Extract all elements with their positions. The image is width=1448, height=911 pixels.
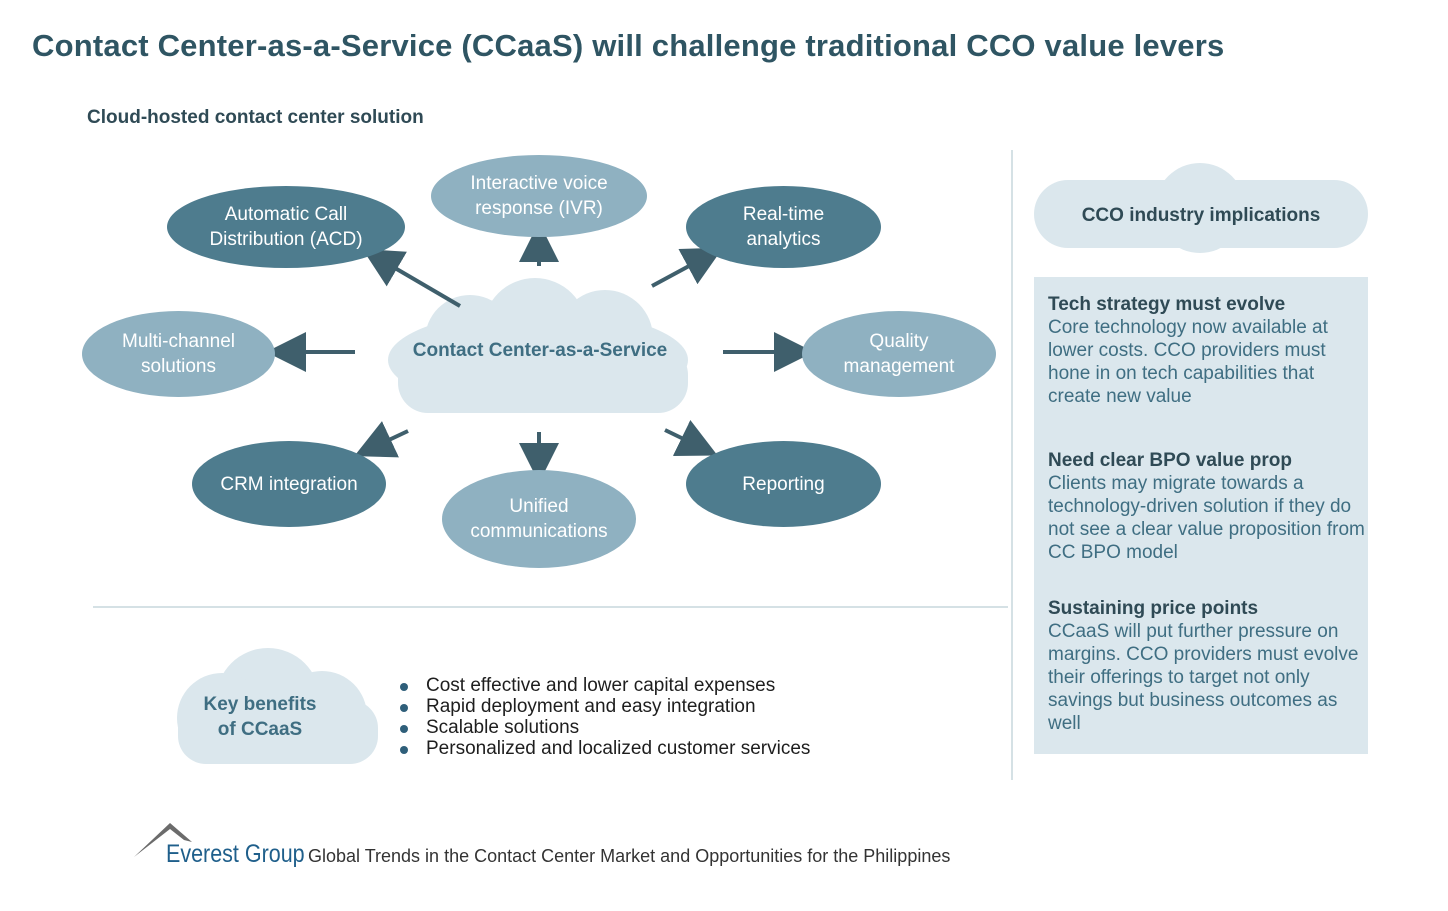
horizontal-divider xyxy=(93,606,1008,608)
node-crm: CRM integration xyxy=(192,441,386,527)
node-multichannel-line2: solutions xyxy=(141,356,216,377)
node-quality-line1: Quality xyxy=(869,331,929,352)
implications-cloud-label: CCO industry implications xyxy=(1081,205,1321,226)
node-multichannel-line1: Multi-channel xyxy=(122,331,235,352)
node-analytics-line1: Real-time xyxy=(742,204,825,225)
node-reporting: Reporting xyxy=(686,441,881,527)
implication-item: Tech strategy must evolve Core technolog… xyxy=(1048,293,1366,408)
implication-body: Core technology now available at lower c… xyxy=(1048,317,1328,407)
implication-heading: Need clear BPO value prop xyxy=(1048,450,1292,471)
benefit-text: Personalized and localized customer serv… xyxy=(426,738,811,759)
page-title: Contact Center-as-a-Service (CCaaS) will… xyxy=(32,28,1225,63)
arrow-to-acd xyxy=(362,248,462,308)
bullet-icon xyxy=(400,704,408,712)
node-ivr-line2: response (IVR) xyxy=(475,198,603,219)
everest-logo-icon xyxy=(134,823,192,857)
arrow-to-analytics xyxy=(651,247,724,288)
list-item: Scalable solutions xyxy=(398,717,810,738)
node-reporting-line1: Reporting xyxy=(742,473,825,495)
node-quality: Quality management xyxy=(802,311,996,397)
benefit-text: Rapid deployment and easy integration xyxy=(426,696,756,717)
node-multichannel: Multi-channel solutions xyxy=(82,311,275,397)
node-unified-line1: Unified xyxy=(509,496,569,517)
footer-source-text: Global Trends in the Contact Center Mark… xyxy=(308,846,951,866)
node-crm-line1: CRM integration xyxy=(220,473,358,495)
node-acd-line2: Distribution (ACD) xyxy=(209,229,363,250)
node-unified: Unified communications xyxy=(442,470,636,568)
benefits-cloud-shape xyxy=(177,648,378,764)
list-item: Personalized and localized customer serv… xyxy=(398,738,810,759)
center-cloud-shape xyxy=(388,278,688,413)
node-unified-line2: communications xyxy=(470,521,608,542)
implication-item: Need clear BPO value prop Clients may mi… xyxy=(1048,449,1366,564)
section-subtitle: Cloud-hosted contact center solution xyxy=(87,107,424,128)
benefit-text: Scalable solutions xyxy=(426,717,580,738)
benefits-label-line1: Key benefits xyxy=(203,694,317,715)
implication-body: Clients may migrate towards a technology… xyxy=(1048,473,1365,563)
bullet-icon xyxy=(400,746,408,754)
arrow-to-crm xyxy=(354,421,409,458)
node-analytics: Real-time analytics xyxy=(686,186,881,268)
list-item: Cost effective and lower capital expense… xyxy=(398,675,810,696)
bullet-icon xyxy=(400,683,408,691)
list-item: Rapid deployment and easy integration xyxy=(398,696,810,717)
bullet-icon xyxy=(400,725,408,733)
node-acd-line1: Automatic Call xyxy=(224,204,348,225)
center-cloud-label: Contact Center-as-a-Service xyxy=(412,340,668,361)
implications-cloud-shape xyxy=(1034,163,1368,253)
footer-brand: Everest Group xyxy=(166,840,305,868)
arrow-to-reporting xyxy=(664,420,718,457)
vertical-divider xyxy=(1011,150,1013,780)
node-analytics-line2: analytics xyxy=(746,229,821,250)
node-quality-line2: management xyxy=(843,356,955,377)
benefits-list: Cost effective and lower capital expense… xyxy=(398,675,810,759)
node-ivr: Interactive voice response (IVR) xyxy=(431,155,647,237)
benefits-cloud-label: Key benefits of CCaaS xyxy=(180,692,340,742)
implication-heading: Sustaining price points xyxy=(1048,598,1259,619)
implication-item: Sustaining price points CCaaS will put f… xyxy=(1048,597,1366,735)
benefits-label-line2: of CCaaS xyxy=(217,719,303,740)
implication-body: CCaaS will put further pressure on margi… xyxy=(1048,621,1359,734)
implication-heading: Tech strategy must evolve xyxy=(1048,294,1286,315)
node-ivr-line1: Interactive voice xyxy=(470,173,608,194)
implications-box: Tech strategy must evolve Core technolog… xyxy=(1034,277,1368,754)
benefit-text: Cost effective and lower capital expense… xyxy=(426,675,776,696)
